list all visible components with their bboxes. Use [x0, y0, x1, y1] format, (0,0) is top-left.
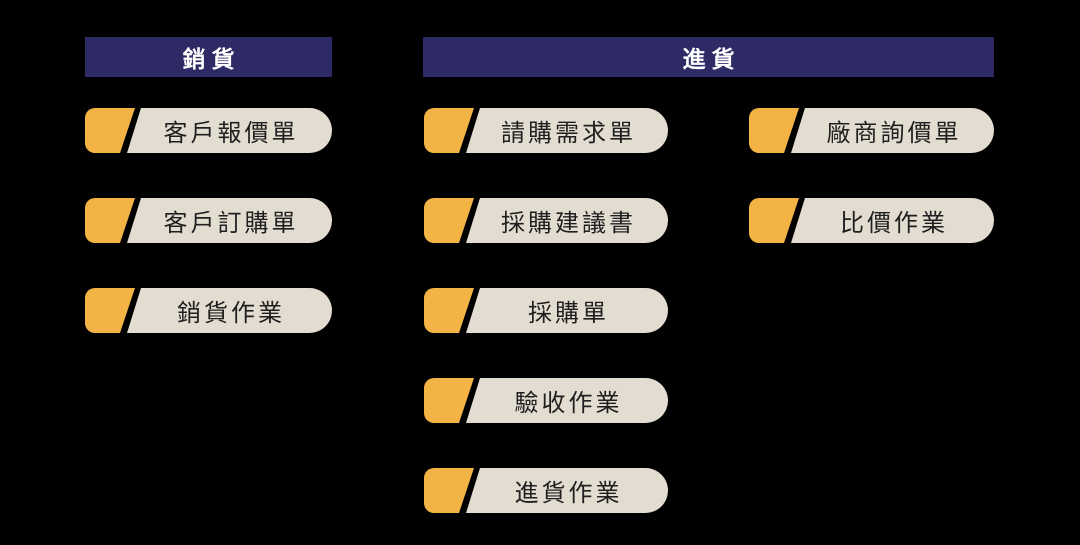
menu-item[interactable]: 比價作業: [749, 198, 994, 243]
menu-item[interactable]: 進貨作業: [424, 468, 668, 513]
slanted-tab-icon: [424, 198, 474, 243]
menu-item[interactable]: 銷貨作業: [85, 288, 332, 333]
section-header-sales: 銷貨: [85, 37, 332, 77]
menu-item[interactable]: 廠商詢價單: [749, 108, 994, 153]
menu-item[interactable]: 驗收作業: [424, 378, 668, 423]
slanted-tab-icon: [85, 108, 135, 153]
menu-item[interactable]: 採購單: [424, 288, 668, 333]
menu-item-label: 客戶報價單: [127, 108, 332, 153]
menu-item[interactable]: 採購建議書: [424, 198, 668, 243]
slanted-tab-icon: [424, 108, 474, 153]
section-header-purchase: 進貨: [423, 37, 994, 77]
menu-item-label: 採購單: [466, 288, 668, 333]
purchase-column-left: 請購需求單採購建議書採購單驗收作業進貨作業: [424, 108, 668, 545]
menu-item-label: 比價作業: [791, 198, 994, 243]
menu-item-label: 請購需求單: [466, 108, 668, 153]
menu-item-label: 驗收作業: [466, 378, 668, 423]
menu-item-label: 進貨作業: [466, 468, 668, 513]
purchase-column-right: 廠商詢價單比價作業: [749, 108, 994, 288]
slanted-tab-icon: [749, 198, 799, 243]
menu-item-label: 銷貨作業: [127, 288, 332, 333]
slanted-tab-icon: [424, 468, 474, 513]
sales-column: 客戶報價單客戶訂購單銷貨作業: [85, 108, 332, 378]
slanted-tab-icon: [749, 108, 799, 153]
slanted-tab-icon: [424, 378, 474, 423]
menu-item-label: 廠商詢價單: [791, 108, 994, 153]
menu-item-label: 客戶訂購單: [127, 198, 332, 243]
slanted-tab-icon: [85, 198, 135, 243]
slanted-tab-icon: [85, 288, 135, 333]
menu-item-label: 採購建議書: [466, 198, 668, 243]
slanted-tab-icon: [424, 288, 474, 333]
menu-item[interactable]: 客戶訂購單: [85, 198, 332, 243]
menu-item[interactable]: 請購需求單: [424, 108, 668, 153]
menu-item[interactable]: 客戶報價單: [85, 108, 332, 153]
